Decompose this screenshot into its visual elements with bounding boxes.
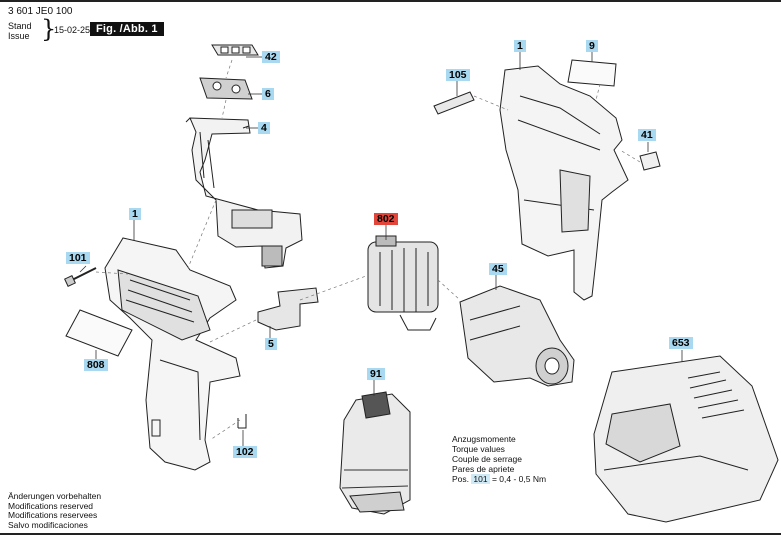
torque-value-row: Pos. 101 = 0,4 - 0,5 Nm xyxy=(452,474,546,484)
part-41-part xyxy=(639,151,661,171)
brace-glyph: } xyxy=(41,15,57,43)
top-rule xyxy=(0,0,781,2)
part-653-charger xyxy=(593,355,779,523)
torque-line-es: Pares de apriete xyxy=(452,464,515,474)
callout-6[interactable]: 6 xyxy=(262,88,274,100)
callout-9[interactable]: 9 xyxy=(586,40,598,52)
stand-label: Stand xyxy=(8,21,32,31)
callout-102[interactable]: 102 xyxy=(233,446,257,458)
torque-line-de: Anzugsmomente xyxy=(452,434,516,444)
modification-notes: Änderungen vorbehalten Modifications res… xyxy=(8,491,102,530)
callout-5[interactable]: 5 xyxy=(265,338,277,350)
callout-802[interactable]: 802 xyxy=(374,213,398,225)
issue-label: Issue xyxy=(8,31,30,41)
part-102-clip xyxy=(237,414,247,429)
part-802-motor xyxy=(367,235,439,331)
callout-45[interactable]: 45 xyxy=(489,263,507,275)
torque-pos-value[interactable]: 101 xyxy=(471,474,490,484)
leader-lines xyxy=(79,50,683,446)
part-91-battery xyxy=(339,391,411,515)
part-4-switch-assembly xyxy=(185,117,303,269)
callout-1-right[interactable]: 1 xyxy=(514,40,526,52)
torque-line-fr: Couple de serrage xyxy=(452,454,522,464)
torque-pos-label: Pos. xyxy=(452,474,470,484)
torque-note: Anzugsmomente Torque values Couple de se… xyxy=(452,434,546,484)
part-808-label xyxy=(65,309,133,357)
part-6-membrane xyxy=(199,77,253,100)
assembly-lines xyxy=(95,59,641,441)
stand-issue-labels: Stand Issue xyxy=(8,21,32,41)
note-de: Änderungen vorbehalten xyxy=(8,491,102,501)
callout-4[interactable]: 4 xyxy=(258,122,270,134)
part-5-clip xyxy=(257,287,319,331)
issue-date: 15-02-25 xyxy=(54,25,91,35)
callout-808[interactable]: 808 xyxy=(84,359,108,371)
part-9-label xyxy=(567,59,617,87)
note-en: Modifications reserved xyxy=(8,500,94,511)
callout-1-left[interactable]: 1 xyxy=(129,208,141,220)
part-1-left-housing xyxy=(104,237,241,471)
callout-41[interactable]: 41 xyxy=(638,129,656,141)
torque-line-en: Torque values xyxy=(452,444,505,454)
part-105-cover xyxy=(433,91,475,115)
part-42-cover xyxy=(211,44,259,56)
callout-91[interactable]: 91 xyxy=(367,368,385,380)
callout-42[interactable]: 42 xyxy=(262,51,280,63)
document-number: 3 601 JE0 100 xyxy=(8,6,73,17)
callout-105[interactable]: 105 xyxy=(446,69,470,81)
part-45-gearbox xyxy=(459,285,575,387)
callout-653[interactable]: 653 xyxy=(669,337,693,349)
part-1-right-housing xyxy=(499,65,629,301)
note-fr: Modifications reservees xyxy=(8,510,98,520)
bottom-rule xyxy=(0,533,781,535)
part-101-screw xyxy=(64,267,97,287)
torque-value: = 0,4 - 0,5 Nm xyxy=(491,474,547,484)
figure-label: Fig. /Abb. 1 xyxy=(90,22,164,36)
callout-101[interactable]: 101 xyxy=(66,252,90,264)
note-es: Salvo modificaciones xyxy=(8,519,88,530)
